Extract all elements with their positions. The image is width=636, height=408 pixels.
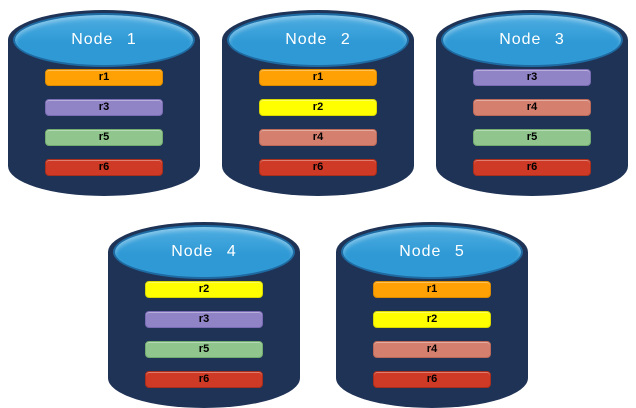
node-cylinder: Node 4 r2 r3 r5 r6 bbox=[108, 222, 300, 408]
replica-bar-label: r4 bbox=[526, 101, 538, 113]
replica-bar-label: r2 bbox=[198, 283, 210, 295]
replica-bar: r3 bbox=[145, 311, 263, 328]
node-top-ellipse: Node 4 bbox=[113, 225, 295, 279]
replica-bars: r1 r2 r4 r6 bbox=[259, 69, 377, 176]
replica-bar: r6 bbox=[373, 371, 491, 388]
replica-bars: r2 r3 r5 r6 bbox=[145, 281, 263, 388]
replica-bar-label: r3 bbox=[526, 71, 538, 83]
replica-bar-label: r1 bbox=[426, 283, 438, 295]
replica-bar-label: r6 bbox=[426, 373, 438, 385]
replica-bar: r4 bbox=[473, 99, 591, 116]
node-cylinder: Node 1 r1 r3 r5 r6 bbox=[8, 10, 200, 196]
node-row-top: Node 1 r1 r3 r5 r6 Node 2 r1 r2 r4 r6 Node 3 r… bbox=[0, 0, 636, 196]
replica-bar: r5 bbox=[45, 129, 163, 146]
replica-bar: r5 bbox=[145, 341, 263, 358]
replica-bar-label: r1 bbox=[98, 71, 110, 83]
node-title: Node 5 bbox=[399, 243, 465, 260]
replica-bar-label: r3 bbox=[98, 101, 110, 113]
replica-bar: r3 bbox=[45, 99, 163, 116]
replica-bar-label: r6 bbox=[98, 161, 110, 173]
replica-bar: r6 bbox=[45, 159, 163, 176]
node-top-ellipse: Node 1 bbox=[13, 13, 195, 67]
node-cylinder: Node 3 r3 r4 r5 r6 bbox=[436, 10, 628, 196]
replica-bar-label: r3 bbox=[198, 313, 210, 325]
replica-bar-label: r6 bbox=[526, 161, 538, 173]
replica-bar-label: r4 bbox=[312, 131, 324, 143]
replica-bar-label: r6 bbox=[312, 161, 324, 173]
node-cylinder: Node 2 r1 r2 r4 r6 bbox=[222, 10, 414, 196]
replica-bar: r3 bbox=[473, 69, 591, 86]
replica-bar: r2 bbox=[145, 281, 263, 298]
node-title: Node 2 bbox=[285, 31, 351, 48]
replica-bar: r4 bbox=[259, 129, 377, 146]
replica-bar-label: r2 bbox=[426, 313, 438, 325]
replica-bar-label: r5 bbox=[98, 131, 110, 143]
replica-bars: r3 r4 r5 r6 bbox=[473, 69, 591, 176]
replica-bars: r1 r2 r4 r6 bbox=[373, 281, 491, 388]
replica-bar: r5 bbox=[473, 129, 591, 146]
replica-bar: r1 bbox=[259, 69, 377, 86]
replica-bar: r1 bbox=[45, 69, 163, 86]
node-top-ellipse: Node 2 bbox=[227, 13, 409, 67]
replica-bar-label: r5 bbox=[526, 131, 538, 143]
replica-bar-label: r2 bbox=[312, 101, 324, 113]
replica-bar: r1 bbox=[373, 281, 491, 298]
replica-bar: r4 bbox=[373, 341, 491, 358]
replica-bar: r6 bbox=[473, 159, 591, 176]
replica-bar-label: r6 bbox=[198, 373, 210, 385]
replica-bars: r1 r3 r5 r6 bbox=[45, 69, 163, 176]
replica-bar: r6 bbox=[259, 159, 377, 176]
node-title: Node 4 bbox=[171, 243, 237, 260]
node-cylinder: Node 5 r1 r2 r4 r6 bbox=[336, 222, 528, 408]
node-title: Node 3 bbox=[499, 31, 565, 48]
replica-bar: r6 bbox=[145, 371, 263, 388]
replica-bar-label: r5 bbox=[198, 343, 210, 355]
node-row-bottom: Node 4 r2 r3 r5 r6 Node 5 r1 r2 r4 r6 bbox=[0, 222, 636, 408]
node-top-ellipse: Node 3 bbox=[441, 13, 623, 67]
replica-bar: r2 bbox=[259, 99, 377, 116]
replica-bar: r2 bbox=[373, 311, 491, 328]
replica-bar-label: r1 bbox=[312, 71, 324, 83]
replica-bar-label: r4 bbox=[426, 343, 438, 355]
node-top-ellipse: Node 5 bbox=[341, 225, 523, 279]
node-title: Node 1 bbox=[71, 31, 137, 48]
